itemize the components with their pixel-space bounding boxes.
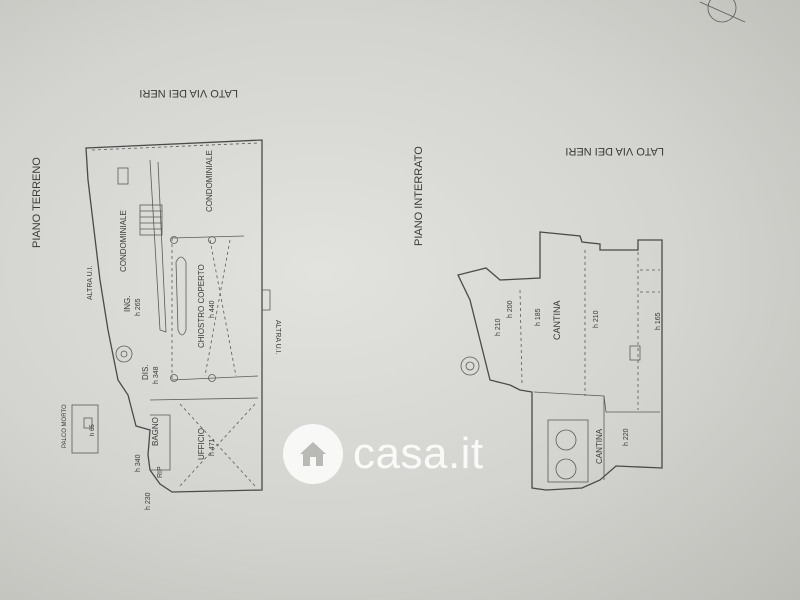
palco-morto-label: PALCO MORTO: [62, 404, 68, 448]
basement-height-210: h 210: [495, 318, 502, 336]
room-ufficio: UFFICIO: [197, 428, 206, 460]
basement-spiral-stair-icon: [460, 356, 480, 376]
room-cantina-2: CANTINA: [595, 428, 604, 464]
spiral-stair-icon: [115, 345, 133, 363]
height-230-label: h 230: [145, 492, 152, 510]
room-chiostro-height: h 440: [209, 300, 216, 318]
room-dis: DIS.: [141, 364, 150, 380]
room-dis-height: h 348: [153, 366, 160, 384]
basement-height-185: h 185: [535, 308, 542, 326]
room-condominiale-2: CONDOMINIALE: [205, 150, 214, 212]
room-bagno: BAGNO: [151, 417, 160, 446]
basement-title: PIANO INTERRATO: [413, 146, 425, 246]
room-ufficio-height: h 471: [209, 438, 216, 456]
compass-icon: [699, 0, 746, 23]
room-chiostro: CHIOSTRO COPERTO: [197, 264, 206, 348]
basement-height-165: h 165: [655, 312, 662, 330]
watermark-brand: casa.it: [353, 429, 484, 478]
other-units-label-1: ALTRA U.I.: [87, 265, 94, 300]
casa-it-watermark: casa.it: [283, 424, 484, 484]
basement-plan: [457, 231, 663, 491]
ground-street-side-label: LATO VIA DEI NERI: [139, 87, 238, 99]
room-ing: ING.: [123, 296, 132, 312]
other-units-label-2: ALTRA U.I.: [274, 320, 281, 355]
house-logo-icon: [283, 424, 343, 484]
tank-icon: [547, 419, 589, 483]
palco-morto-block: [71, 404, 99, 454]
room-ing-height: h 265: [135, 298, 142, 316]
room-rip: RIP: [157, 466, 164, 478]
basement-height-210b: h 210: [593, 310, 600, 328]
ground-floor-title: PIANO TERRENO: [31, 157, 43, 248]
basement-street-side-label: LATO VIA DEI NERI: [565, 145, 664, 157]
staircase-icon: [139, 204, 163, 236]
ground-floor-plan: [71, 139, 271, 493]
palco-morto-height: h 65: [90, 424, 96, 436]
room-cantina-1: CANTINA: [552, 300, 562, 340]
basement-height-220: h 220: [623, 428, 630, 446]
basement-height-200: h 200: [507, 300, 514, 318]
height-340-label: h 340: [135, 454, 142, 472]
room-condominiale-1: CONDOMINIALE: [119, 210, 128, 272]
